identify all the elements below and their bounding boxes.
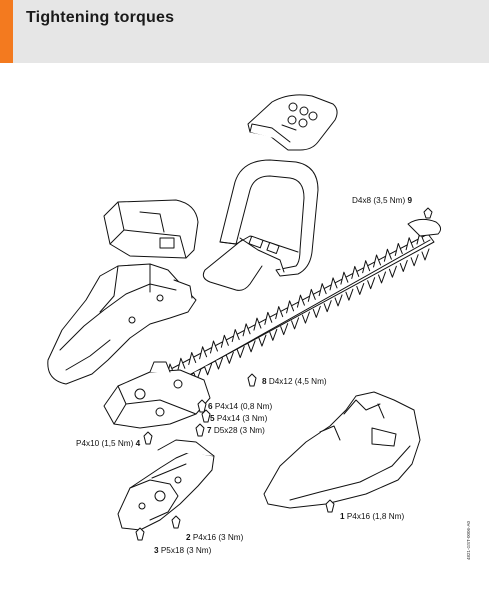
blade-tooth	[236, 346, 245, 359]
wire-guard	[202, 239, 263, 291]
blade-tooth	[296, 294, 305, 308]
tip-guard	[407, 218, 442, 237]
screw-7-icon	[195, 423, 205, 437]
blade-tooth	[334, 294, 343, 307]
blade-tooth	[231, 329, 240, 343]
blade-tooth	[199, 346, 208, 360]
blade-tooth	[394, 242, 403, 256]
screw-2-icon	[171, 515, 181, 529]
blade-tooth	[367, 277, 376, 290]
blade-tooth	[388, 265, 397, 278]
callout-1: 1 P4x16 (1,8 Nm)	[340, 512, 405, 521]
blade-tooth	[405, 237, 414, 251]
callout-4: P4x10 (1,5 Nm) 4	[76, 439, 141, 448]
housing-half-shell	[47, 263, 197, 385]
blade-tooth	[373, 254, 382, 268]
blade-tooth	[209, 340, 218, 354]
screw-1-icon	[325, 499, 335, 513]
cutter-blade	[149, 233, 435, 393]
callout-3: 3 P5x18 (3 Nm)	[154, 546, 212, 555]
blade-tooth	[264, 311, 273, 325]
blade-tooth	[345, 288, 354, 301]
blade-tooth	[204, 363, 213, 376]
blade-tooth	[421, 248, 430, 261]
blade-tooth	[329, 277, 338, 291]
top-cover	[247, 94, 338, 151]
page-title: Tightening torques	[26, 9, 175, 26]
screw-5-icon	[201, 409, 211, 423]
blade-tooth	[378, 271, 387, 284]
blade-tooth	[307, 288, 316, 302]
header-bar	[0, 0, 489, 63]
blade-tooth	[247, 340, 256, 353]
blade-tooth	[323, 300, 332, 313]
screw-4-icon	[143, 431, 153, 445]
callout-6: 6 P4x14 (0,8 Nm)	[208, 402, 273, 411]
document-id: 4821-GST-0006-A0	[466, 520, 471, 560]
blade-tooth	[362, 260, 371, 274]
blade-tooth	[356, 282, 365, 295]
blade-tooth	[318, 283, 327, 297]
motor-housing	[263, 391, 421, 509]
blade-tooth	[340, 271, 349, 285]
blade-tooth	[225, 351, 234, 364]
blade-tooth	[286, 300, 295, 314]
blade-tooth	[383, 248, 392, 262]
blade-tooth	[275, 306, 284, 320]
blade-tooth	[269, 328, 278, 341]
loop-handle	[219, 159, 319, 277]
blade-tooth	[258, 334, 267, 347]
callout-7: 7 D5x28 (3 Nm)	[207, 426, 265, 435]
screw-9-icon	[423, 207, 433, 219]
blade-tooth	[242, 323, 251, 337]
blade-tooth	[301, 311, 310, 324]
blade-tooth	[280, 323, 289, 336]
gearbox	[103, 361, 211, 429]
blade-tooth	[253, 317, 262, 331]
blade-tooth	[399, 259, 408, 272]
orange-accent-bar	[0, 0, 13, 63]
screws	[135, 207, 433, 541]
blade-tooth	[410, 254, 419, 267]
screw-3-icon	[135, 527, 145, 541]
upper-shell	[103, 199, 199, 259]
screw-8-icon	[247, 373, 257, 387]
blade-tooth	[351, 265, 360, 279]
blade-tooth	[220, 334, 229, 348]
blade-tooth	[312, 305, 321, 318]
callout-5: 5 P4x14 (3 Nm)	[210, 414, 268, 423]
screw-6-icon	[197, 399, 207, 413]
blade-tooth	[188, 352, 197, 366]
blade-tooth	[214, 357, 223, 370]
callout-9: D4x8 (3,5 Nm) 9	[352, 196, 413, 205]
blade-tooth	[291, 317, 300, 330]
blade-tooth	[177, 357, 186, 371]
callout-8: 8 D4x12 (4,5 Nm)	[262, 377, 327, 386]
callout-2: 2 P4x16 (3 Nm)	[186, 533, 244, 542]
lower-cover	[117, 439, 215, 531]
